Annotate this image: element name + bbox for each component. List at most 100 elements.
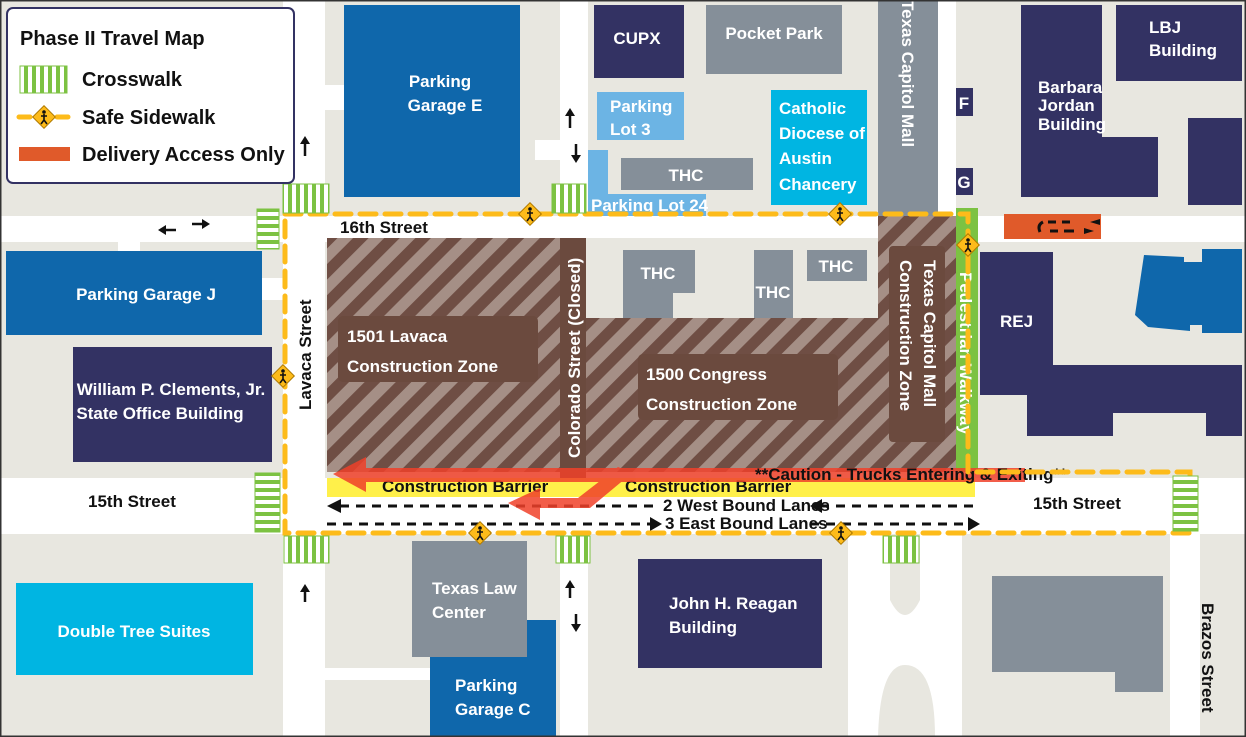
barbara-jordan-label: Barbara (1038, 78, 1103, 97)
parking-garage-c-label: Garage C (455, 700, 531, 719)
safe-sidewalk-route (282, 211, 1193, 536)
1500-congress-label: 1500 Congress (646, 365, 767, 384)
catholic-diocese-label: Catholic (779, 99, 846, 118)
lbj-label: LBJ (1149, 18, 1181, 37)
catholic-diocese-label: Diocese of (779, 124, 865, 143)
gray-building-southeast (992, 576, 1163, 692)
brazos-street-label: Brazos Street (1198, 603, 1217, 713)
thc-building-1 (623, 250, 673, 318)
building-g (956, 168, 973, 195)
west-bound-lanes-label: 2 West Bound Lanes (663, 496, 830, 515)
caution-trucks-label: **Caution - Trucks Entering & Exiting** (755, 465, 1067, 484)
delivery-route-icon (1037, 220, 1074, 233)
delivery-access-swatch (19, 147, 70, 161)
crosswalk (254, 472, 281, 533)
traffic: Construction Barrier Construction Barrie… (327, 457, 1067, 533)
reagan-label: John H. Reagan (669, 594, 797, 613)
buildings: Parking Garage E CUPX Pocket Park Texas … (6, 0, 1242, 737)
thc-label: THC (641, 264, 676, 283)
building-g-label: G (957, 173, 970, 192)
crosswalk (551, 183, 587, 214)
texas-law-center-label: Texas Law (432, 579, 518, 598)
crosswalk (256, 208, 280, 250)
legend-title: Phase II Travel Map (20, 28, 205, 50)
thc-building-1-wing (673, 250, 695, 293)
mall-side-path (938, 0, 956, 216)
parking-lot-24-strip (588, 194, 706, 216)
double-tree-suites (16, 583, 253, 675)
1501-lavaca-label: Construction Zone (347, 357, 498, 376)
parking-garage-e-label: Garage E (408, 96, 483, 115)
lbj-label: Building (1149, 41, 1217, 60)
15th-street-label: 15th Street (88, 492, 176, 511)
thc-label: THC (756, 283, 791, 302)
parking-lot-3-label: Parking (610, 97, 672, 116)
colorado-street-south (560, 534, 588, 737)
parking-lot-3 (597, 92, 684, 140)
1500-congress-label-box (638, 354, 838, 420)
parking-lot-3-label: Lot 3 (610, 120, 651, 139)
crosswalk-icon (19, 65, 68, 94)
building-f (956, 88, 973, 116)
truck-arrow-head-icon (333, 457, 366, 492)
1501-lavaca-label-box (338, 316, 538, 382)
texas-capitol-mall-label: Texas Capitol Mall (898, 0, 917, 147)
crosswalk (283, 535, 330, 564)
parking-garage-c-label: Parking (455, 676, 517, 695)
texas-capitol-mall-north (878, 0, 938, 216)
construction-barrier (327, 478, 975, 497)
barbara-jordan-building (1021, 5, 1158, 197)
barbara-jordan-label: Building (1038, 115, 1106, 134)
1501-lavaca-label: 1501 Lavaca (347, 327, 448, 346)
delivery-arrows-icon (1084, 219, 1100, 234)
mall-zone-label: Construction Zone (896, 260, 915, 411)
legend: Phase II Travel Map Crosswalk Safe Sidew… (6, 7, 295, 184)
truck-route-arrow-main (360, 468, 1025, 482)
16th-street-label: 16th Street (340, 218, 428, 237)
1500-congress-label: Construction Zone (646, 395, 797, 414)
cupx-label: CUPX (613, 29, 661, 48)
colorado-street-label: Colorado Street (Closed) (565, 258, 584, 458)
cupx-building (594, 5, 684, 78)
thc-building-3 (807, 250, 867, 281)
colorado-street-closed (560, 238, 586, 478)
direction-arrows (158, 108, 581, 632)
mall-zone-label-box (889, 246, 945, 442)
east-bound-lanes-label: 3 East Bound Lanes (665, 514, 827, 533)
legend-box (6, 7, 295, 184)
legend-delivery-label: Delivery Access Only (82, 144, 286, 166)
crosswalks (254, 183, 1199, 564)
blue-building-east (1135, 249, 1242, 333)
clements-label: State Office Building (76, 404, 243, 423)
double-tree-label: Double Tree Suites (57, 622, 210, 641)
parking-garage-e-label: Parking (409, 72, 471, 91)
colorado-street-north (560, 0, 588, 216)
thc-building-top (621, 158, 753, 190)
truck-route-arrows (333, 457, 1025, 520)
john-h-reagan-building (638, 559, 822, 668)
texas-law-center (412, 541, 527, 657)
crosswalk (1172, 475, 1199, 532)
thc-building-2 (754, 250, 793, 318)
parking-garage-j-label: Parking Garage J (76, 285, 216, 304)
catholic-diocese-label: Chancery (779, 175, 857, 194)
parking-garage-j (6, 251, 262, 335)
barbara-jordan-label: Jordan (1038, 96, 1095, 115)
circle-drive-road (848, 534, 962, 737)
truck-route-arrow-branch (538, 467, 632, 508)
thc-label: THC (819, 257, 854, 276)
texas-law-center-label: Center (432, 603, 486, 622)
pocket-park-label: Pocket Park (725, 24, 823, 43)
15th-street-label: 15th Street (1033, 494, 1121, 513)
reagan-label: Building (669, 618, 737, 637)
lavaca-street-label: Lavaca Street (296, 299, 315, 410)
thc-label: THC (669, 166, 704, 185)
clements-label: William P. Clements, Jr. (77, 380, 266, 399)
parking-lot-24-label: Parking Lot 24 (591, 196, 709, 215)
parking-garage-e (344, 5, 520, 197)
legend-crosswalk-label: Crosswalk (82, 69, 183, 91)
parking-garage-c (430, 620, 556, 737)
rej-building (980, 252, 1242, 436)
lbj-building (1116, 5, 1242, 205)
